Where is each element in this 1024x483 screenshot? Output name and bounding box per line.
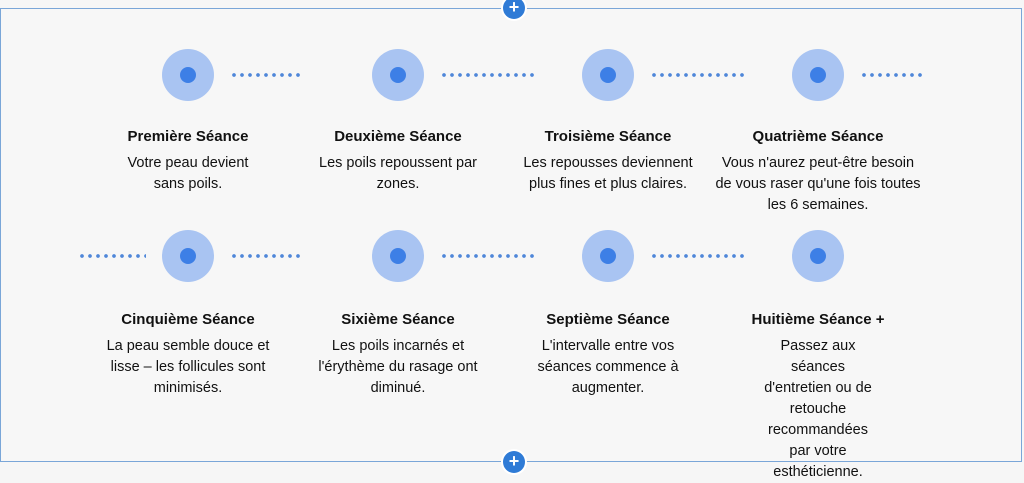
connector-dots xyxy=(650,254,748,258)
step-node-3 xyxy=(582,49,634,101)
connector-dots xyxy=(650,73,748,77)
step-description: Les poils incarnés et l'érythème du rasa… xyxy=(318,338,478,396)
step-dot-icon xyxy=(600,67,616,83)
step-dot-icon xyxy=(600,248,616,264)
step-5: Cinquième Séance La peau semble douce et… xyxy=(83,310,293,399)
step-node-1 xyxy=(162,49,214,101)
connector-dots xyxy=(440,73,538,77)
add-section-top-button[interactable]: + xyxy=(503,0,525,19)
step-3: Troisième Séance Les repousses deviennen… xyxy=(503,127,713,195)
step-4: Quatrième Séance Vous n'aurez peut-être … xyxy=(713,127,923,216)
step-node-8 xyxy=(792,230,844,282)
step-description: L'intervalle entre vos séances commence … xyxy=(537,338,679,396)
step-description: Les repousses deviennent plus fines et p… xyxy=(523,155,693,192)
step-2: Deuxième Séance Les poils repoussent par… xyxy=(293,127,503,195)
step-node-6 xyxy=(372,230,424,282)
step-7: Septième Séance L'intervalle entre vos s… xyxy=(503,310,713,399)
connector-dots xyxy=(230,73,302,77)
step-node-7 xyxy=(582,230,634,282)
add-section-bottom-button[interactable]: + xyxy=(503,451,525,473)
connector-dots xyxy=(78,254,146,258)
step-node-5 xyxy=(162,230,214,282)
step-dot-icon xyxy=(180,248,196,264)
step-6: Sixième Séance Les poils incarnés et l'é… xyxy=(293,310,503,399)
step-node-2 xyxy=(372,49,424,101)
step-description: Votre peau devient sans poils. xyxy=(127,155,249,192)
step-title: Huitième Séance + xyxy=(751,311,885,328)
step-dot-icon xyxy=(390,248,406,264)
connector-dots xyxy=(860,73,924,77)
step-title: Sixième Séance xyxy=(341,311,455,328)
step-dot-icon xyxy=(390,67,406,83)
step-dot-icon xyxy=(180,67,196,83)
step-description: La peau semble douce et lisse – les foll… xyxy=(106,338,270,396)
step-title: Cinquième Séance xyxy=(121,311,255,328)
step-title: Septième Séance xyxy=(546,311,670,328)
connector-dots xyxy=(230,254,302,258)
step-8: Huitième Séance + Passez aux séances d'e… xyxy=(713,310,923,483)
step-title: Quatrième Séance xyxy=(752,128,884,145)
step-dot-icon xyxy=(810,248,826,264)
step-title: Troisième Séance xyxy=(544,128,672,145)
step-title: Première Séance xyxy=(127,128,249,145)
step-description: Les poils repoussent par zones. xyxy=(319,155,477,192)
connector-dots xyxy=(440,254,538,258)
step-dot-icon xyxy=(810,67,826,83)
step-description: Vous n'aurez peut-être besoin de vous ra… xyxy=(715,155,921,213)
step-1: Première Séance Votre peau devient sans … xyxy=(83,127,293,195)
step-description: Passez aux séances d'entretien ou de ret… xyxy=(764,338,872,480)
step-title: Deuxième Séance xyxy=(334,128,462,145)
step-node-4 xyxy=(792,49,844,101)
